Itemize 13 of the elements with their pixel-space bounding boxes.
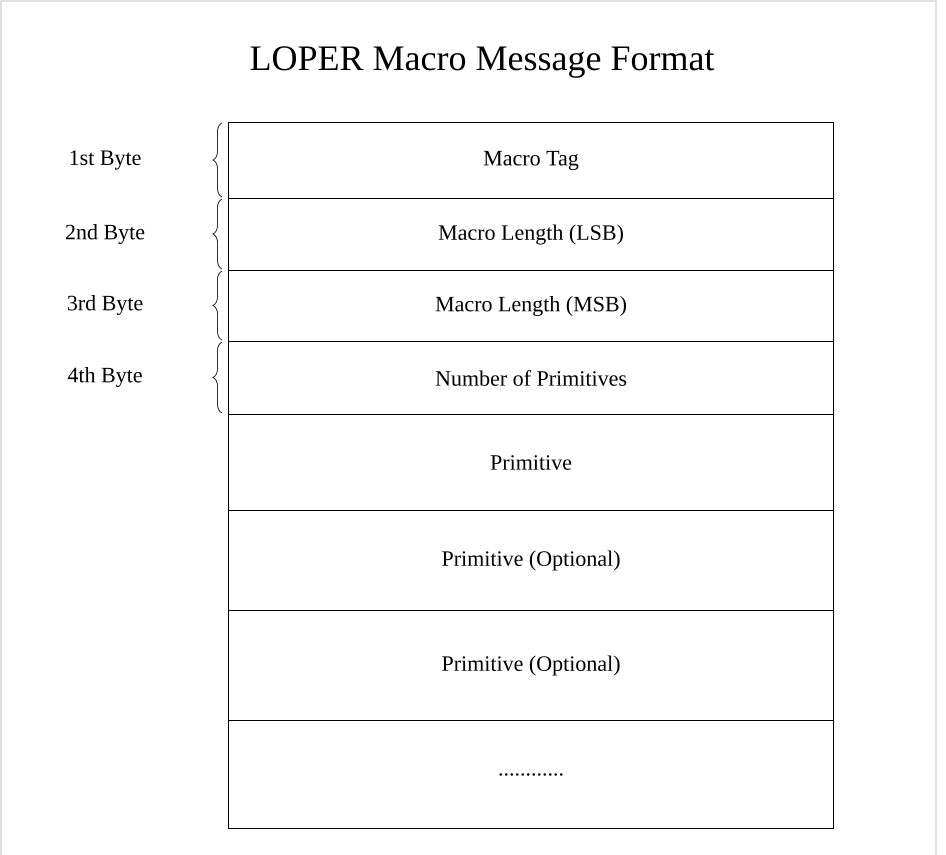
table-row: ............	[228, 720, 834, 829]
table-row: Macro Length (LSB)	[228, 198, 834, 271]
table-row: Primitive	[228, 414, 834, 511]
table-row: Number of Primitives	[228, 341, 834, 415]
table-row: Macro Tag	[228, 122, 834, 199]
byte-label: 2nd Byte	[66, 224, 144, 244]
table-row: Primitive (Optional)	[228, 610, 834, 721]
table-row: Primitive (Optional)	[228, 510, 834, 611]
byte-label: 4th Byte	[68, 367, 142, 388]
table-row: Macro Length (MSB)	[228, 270, 834, 342]
title: LOPER Macro Message Format	[250, 46, 714, 78]
byte-label: 1st Byte	[70, 150, 141, 170]
byte-label: 3rd Byte	[68, 295, 142, 316]
